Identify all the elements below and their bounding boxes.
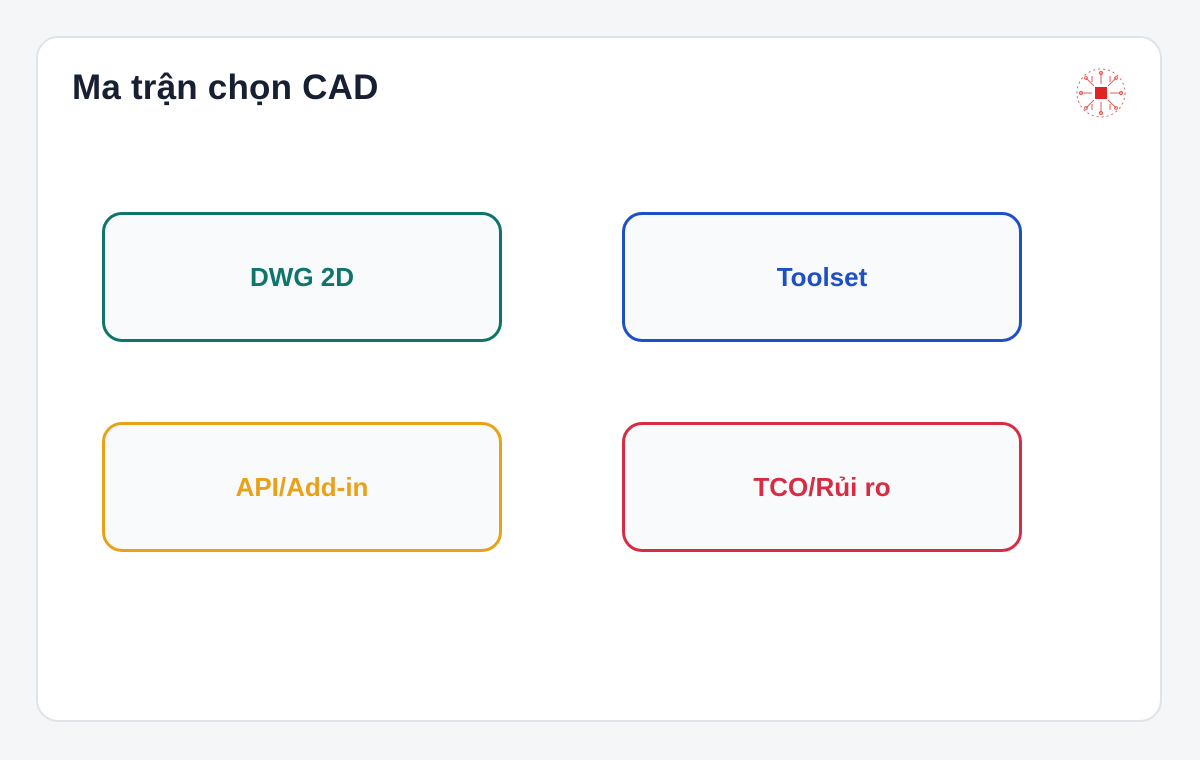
matrix-box-label: TCO/Rủi ro: [753, 471, 891, 502]
matrix-box-api-addin: API/Add-in: [102, 422, 502, 552]
matrix-box-label: DWG 2D: [250, 261, 354, 292]
page-title: Ma trận chọn CAD: [72, 68, 379, 107]
matrix-box-toolset: Toolset: [622, 212, 1022, 342]
matrix-box-dwg-2d: DWG 2D: [102, 212, 502, 342]
circuit-chip-icon: [1076, 68, 1126, 118]
matrix-box-label: Toolset: [776, 261, 868, 292]
matrix-box-tco-risk: TCO/Rủi ro: [622, 422, 1022, 552]
matrix-box-label: API/Add-in: [235, 471, 369, 502]
matrix-card: Ma trận chọn CAD DWG 2D: [36, 36, 1162, 722]
